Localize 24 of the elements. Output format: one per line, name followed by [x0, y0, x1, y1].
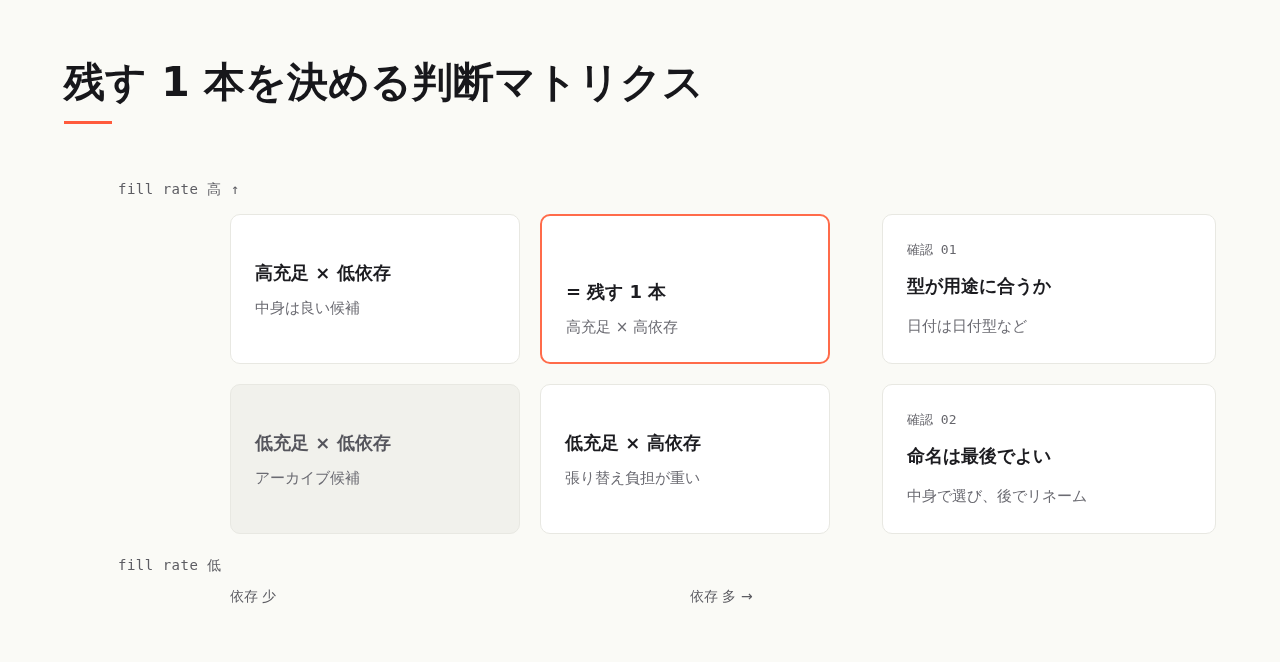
- page-title: 残す 1 本を決める判断マトリクス: [64, 57, 705, 108]
- step-label: 確認 02: [907, 411, 957, 429]
- step-label: 確認 01: [907, 241, 957, 259]
- card-description: アーカイブ候補: [255, 467, 360, 489]
- axis-label: fill rate 低: [118, 556, 222, 575]
- highlighted-card: [540, 214, 830, 364]
- axis-label: 依存 少: [230, 587, 277, 606]
- axis-label: fill rate 高 ↑: [118, 180, 240, 199]
- quadrant-card: [540, 384, 830, 534]
- card-heading: 命名は最後でよい: [907, 444, 1051, 468]
- card-description: 中身で選び、後でリネーム: [907, 486, 1087, 507]
- card-heading: 高充足 × 低依存: [255, 260, 391, 285]
- card-description: 日付は日付型など: [907, 316, 1027, 337]
- card-heading: 型が用途に合うか: [907, 274, 1051, 298]
- card-description: 中身は良い候補: [255, 297, 360, 319]
- card-description: 高充足 × 高依存: [566, 317, 679, 338]
- quadrant-card: [230, 214, 520, 364]
- card-description: 張り替え負担が重い: [565, 467, 700, 489]
- check-card: [882, 384, 1216, 534]
- card-heading: = 残す 1 本: [566, 280, 667, 304]
- card-heading: 低充足 × 高依存: [565, 430, 701, 455]
- card-heading: 低充足 × 低依存: [255, 430, 391, 455]
- check-card: [882, 214, 1216, 364]
- axis-label: 依存 多 →: [690, 587, 753, 606]
